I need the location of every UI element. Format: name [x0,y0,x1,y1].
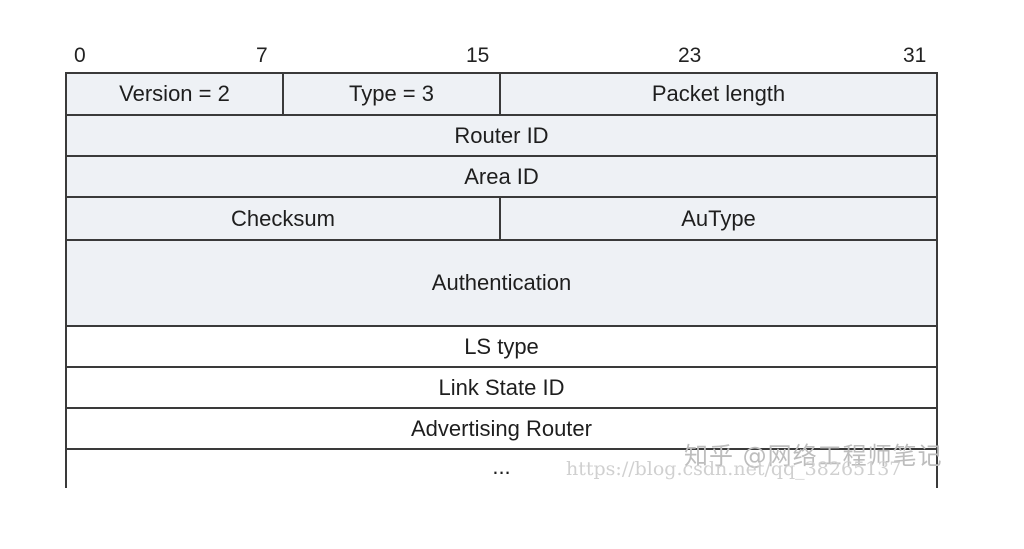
row-checksum-autype: Checksum AuType [67,198,936,241]
row-advertising-router: Advertising Router [67,409,936,450]
field-link-state-id: Link State ID [438,374,565,400]
bit-marker-0: 0 [74,44,86,67]
bit-marker-15: 15 [466,44,490,67]
watermark-url: https://blog.csdn.net/qq_38265137 [566,458,902,480]
row-link-state-id: Link State ID [67,368,936,409]
field-authentication: Authentication [431,270,572,295]
ospf-packet-format: Version = 2 Type = 3 Packet length Route… [65,72,938,488]
bit-marker-23: 23 [678,44,702,67]
field-packet-length: Packet length [651,81,786,106]
bit-marker-7: 7 [256,44,268,67]
watermark-text: 知乎 @网络工程师笔记 [684,442,943,470]
row-ellipsis: ... [67,450,936,488]
field-version: Version = 2 [67,74,284,114]
field-type: Type = 3 [284,74,501,114]
field-autype: AuType [681,205,756,231]
row-ls-type: LS type [67,327,936,368]
field-ellipsis: ... [492,454,511,479]
bit-marker-31: 31 [903,44,927,67]
row-authentication: Authentication [67,241,936,327]
row-area-id: Area ID [67,157,936,198]
field-router-id: Router ID [454,122,549,148]
row-router-id: Router ID [67,116,936,157]
field-area-id: Area ID [464,163,539,189]
field-advertising-router: Advertising Router [411,415,592,441]
row-version-type-length: Version = 2 Type = 3 Packet length [67,74,936,116]
field-ls-type: LS type [464,333,539,359]
field-checksum: Checksum [67,198,501,239]
